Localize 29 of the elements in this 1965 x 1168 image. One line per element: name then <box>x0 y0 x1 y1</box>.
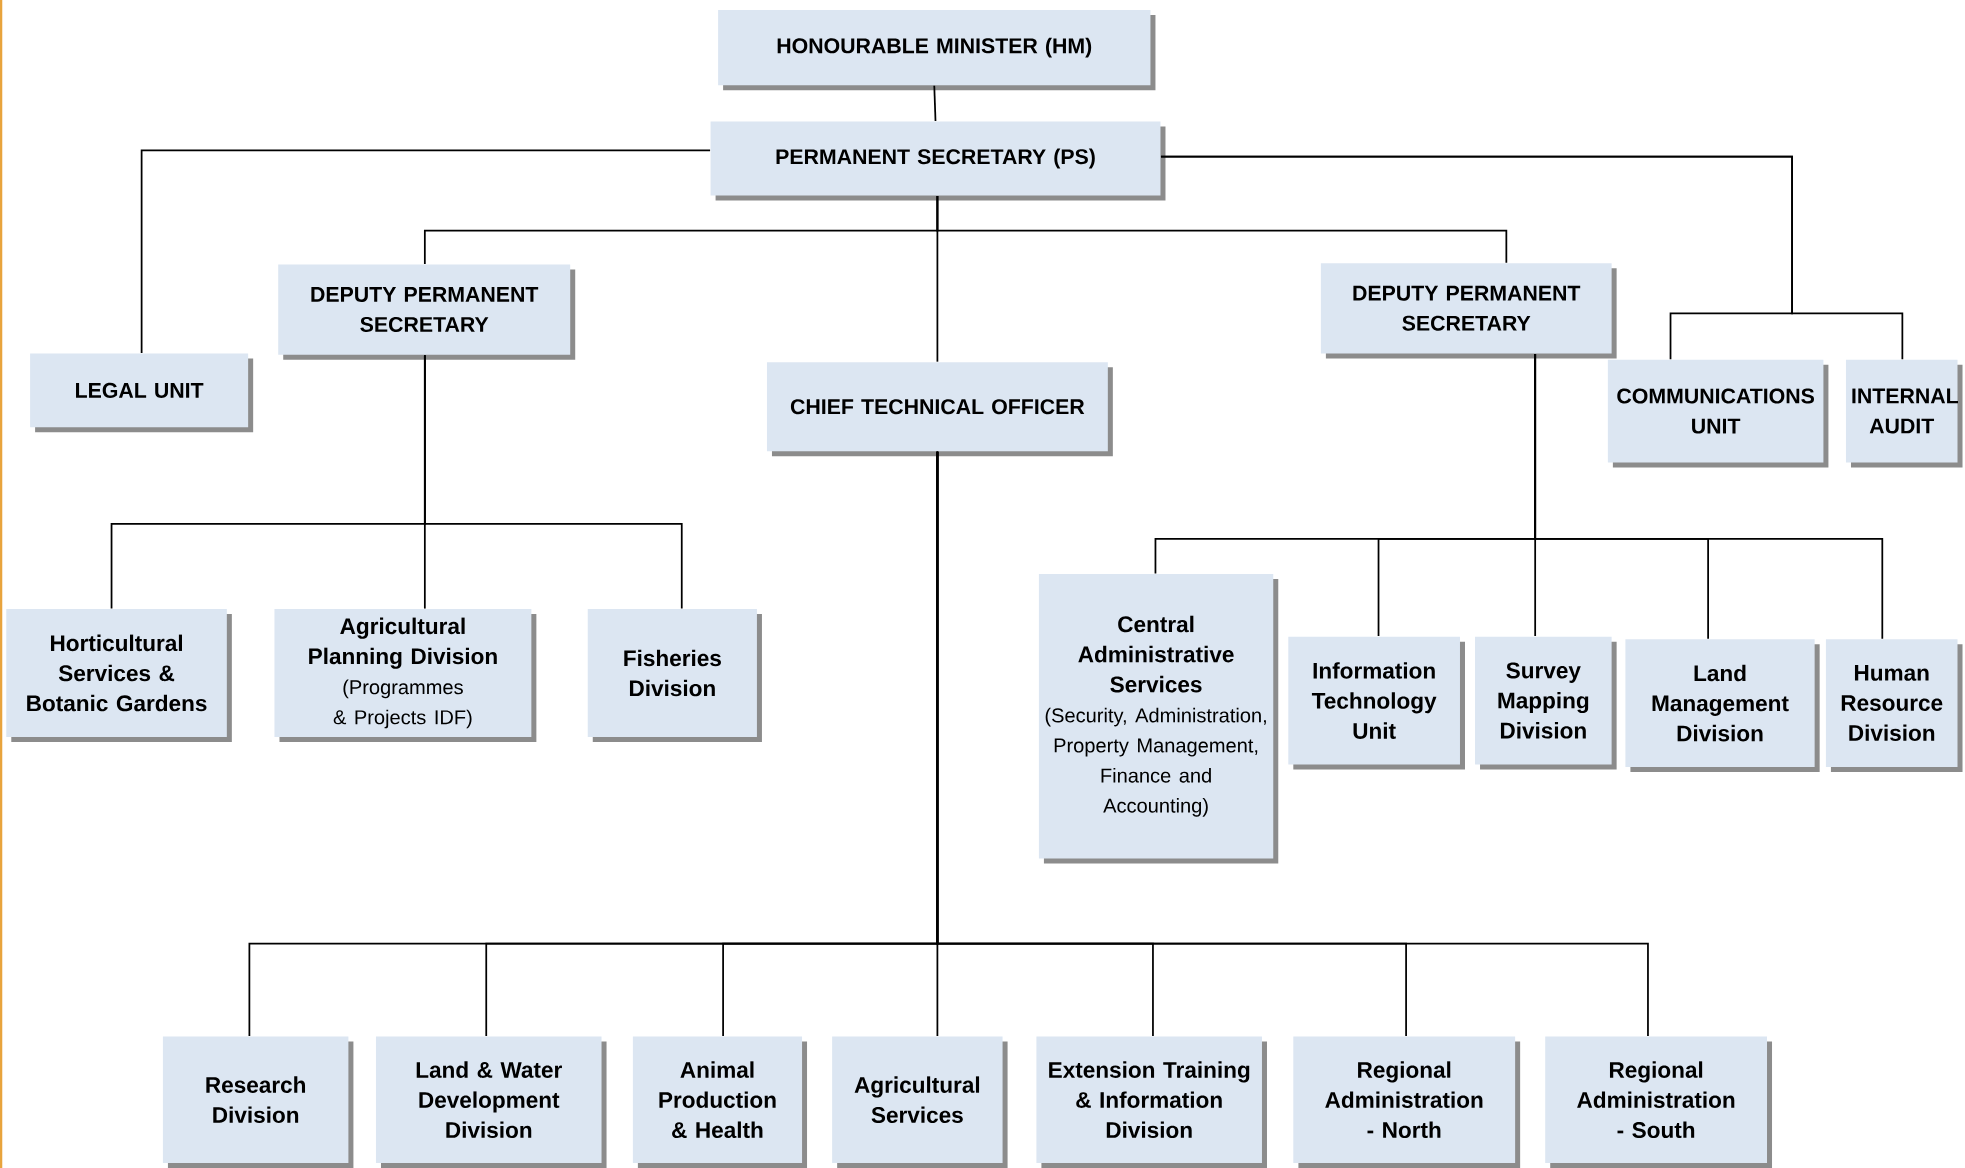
org-box: Central Administrative Services (Security, Administration, Property Management, Finance and Accounting) <box>1038 574 1279 864</box>
connector-line <box>936 195 939 363</box>
org-box: Fisheries Division <box>587 609 762 742</box>
org-box: COMMUNICATIONS UNIT <box>1607 359 1829 468</box>
connector-line <box>933 84 937 122</box>
org-box: Human Resource Division <box>1825 639 1963 772</box>
org-box: Land & Water Development Division <box>375 1036 607 1168</box>
org-box: DEPUTY PERMANENT SECRETARY <box>1320 263 1617 359</box>
org-box: Regional Administration - South <box>1545 1036 1773 1168</box>
org-box: Agricultural Planning Division (Programmes & Projects IDF) <box>274 609 537 742</box>
connector-line <box>936 450 1649 1037</box>
connector-line <box>140 149 711 354</box>
org-box: Agricultural Services <box>832 1036 1008 1168</box>
org-box: INTERNAL AUDIT <box>1845 359 1963 468</box>
org-box: HONOURABLE MINISTER (HM) <box>718 10 1156 91</box>
org-box: Regional Administration - North <box>1293 1036 1521 1168</box>
org-box: Extension Training & Information Division <box>1036 1036 1267 1168</box>
org-box: Survey Mapping Division <box>1475 636 1617 770</box>
org-box: Animal Production & Health <box>632 1036 808 1168</box>
org-box: DEPUTY PERMANENT SECRETARY <box>278 264 576 360</box>
org-box: Information Technology Unit <box>1288 636 1465 770</box>
org-box: PERMANENT SECRETARY (PS) <box>710 121 1166 201</box>
org-box: CHIEF TECHNICAL OFFICER <box>766 362 1113 457</box>
org-box: Horticultural Services & Botanic Gardens <box>6 609 232 742</box>
org-box: Research Division <box>162 1036 354 1168</box>
connector-line <box>1534 353 1884 640</box>
connector-line <box>423 354 683 610</box>
org-box: LEGAL UNIT <box>30 353 254 433</box>
org-box: Land Management Division <box>1625 639 1820 772</box>
